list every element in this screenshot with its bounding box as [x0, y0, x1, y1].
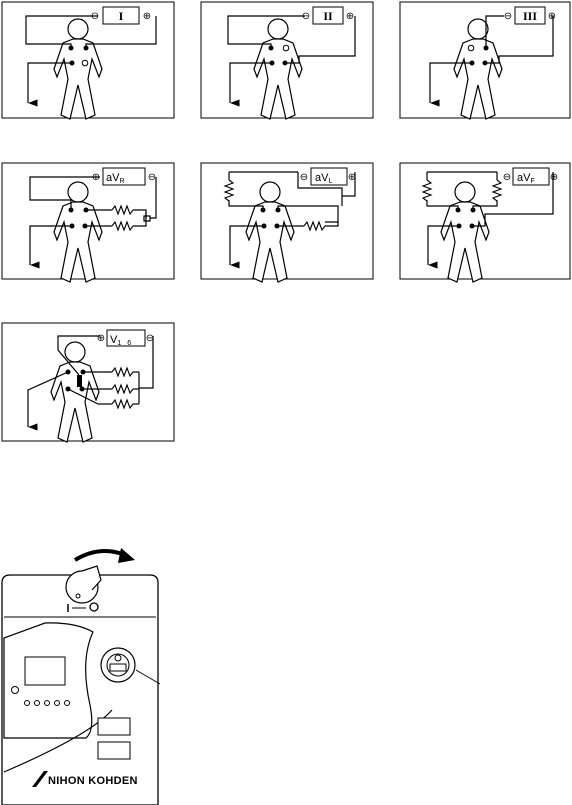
- lead-avr-panel: aVR ⊕ ⊖: [2, 163, 174, 282]
- plus-icon: ⊕: [143, 11, 151, 22]
- ecg-device-illustration: NIHON KOHDEN: [2, 548, 160, 805]
- minus-icon: ⊖: [300, 172, 308, 183]
- lead-avl-panel: aVL ⊖ ⊕: [201, 163, 373, 282]
- minus-icon: ⊖: [148, 172, 156, 183]
- minus-icon: ⊖: [503, 172, 511, 183]
- lead-iii-panel: III ⊖ ⊕: [400, 2, 570, 119]
- lead-i-label: I: [119, 9, 124, 23]
- plus-icon: ⊕: [348, 172, 356, 183]
- minus-icon: ⊖: [302, 11, 310, 22]
- lead-iii-label: III: [523, 9, 537, 23]
- brand-name: NIHON KOHDEN: [48, 775, 138, 787]
- rotate-arrow-icon: [75, 551, 125, 560]
- lead-i-panel: I ⊖ ⊕: [2, 2, 174, 119]
- key-button: [98, 718, 130, 735]
- plus-icon: ⊕: [548, 11, 556, 22]
- display-screen: [25, 657, 65, 685]
- lead-ii-label: II: [323, 9, 333, 23]
- lead-avf-panel: aVF ⊖ ⊕: [400, 163, 570, 282]
- lead-ii-panel: II ⊖ ⊕: [201, 2, 373, 119]
- plus-icon: ⊕: [97, 333, 105, 344]
- plus-icon: ⊕: [346, 11, 354, 22]
- minus-icon: ⊖: [146, 333, 154, 344]
- minus-icon: ⊖: [91, 11, 99, 22]
- plus-icon: ⊕: [550, 172, 558, 183]
- minus-icon: ⊖: [504, 11, 512, 22]
- key-button: [98, 742, 130, 759]
- plus-icon: ⊕: [92, 172, 100, 183]
